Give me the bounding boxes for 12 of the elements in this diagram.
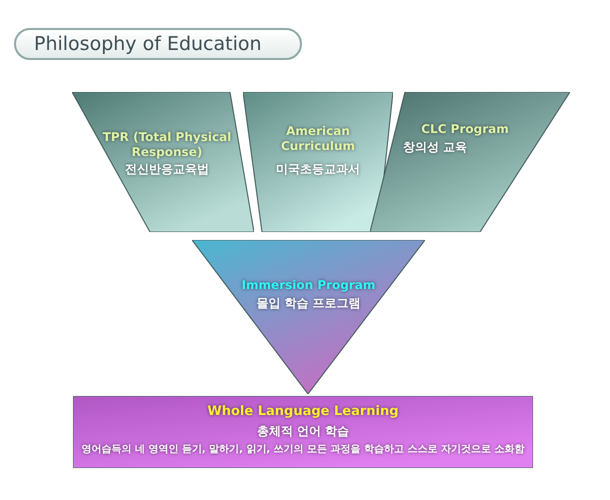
panel-heading: American Curriculum — [280, 124, 356, 154]
description-text: 영어습득의 네 영역인 듣기, 말하기, 읽기, 쓰기의 모든 과정을 학습하고 스스로 자기것으로 소화함 — [80, 444, 526, 456]
panel-heading: Whole Language Learning — [206, 404, 400, 420]
panel-heading: Immersion Program — [240, 278, 376, 293]
korean-subtitle: 몰입 학습 프로그램 — [255, 296, 362, 311]
korean-subtitle: 창의성 교육 — [402, 140, 468, 155]
panel-heading: TPR (Total Physical Response) — [102, 130, 232, 160]
korean-subtitle: 미국초등교과서 — [275, 162, 361, 177]
korean-subtitle: 총체적 언어 학습 — [256, 424, 350, 439]
korean-subtitle: 전신반응교육법 — [124, 162, 210, 177]
panel-heading: CLC Program — [420, 122, 510, 137]
title-banner: Philosophy of Education — [14, 28, 302, 60]
